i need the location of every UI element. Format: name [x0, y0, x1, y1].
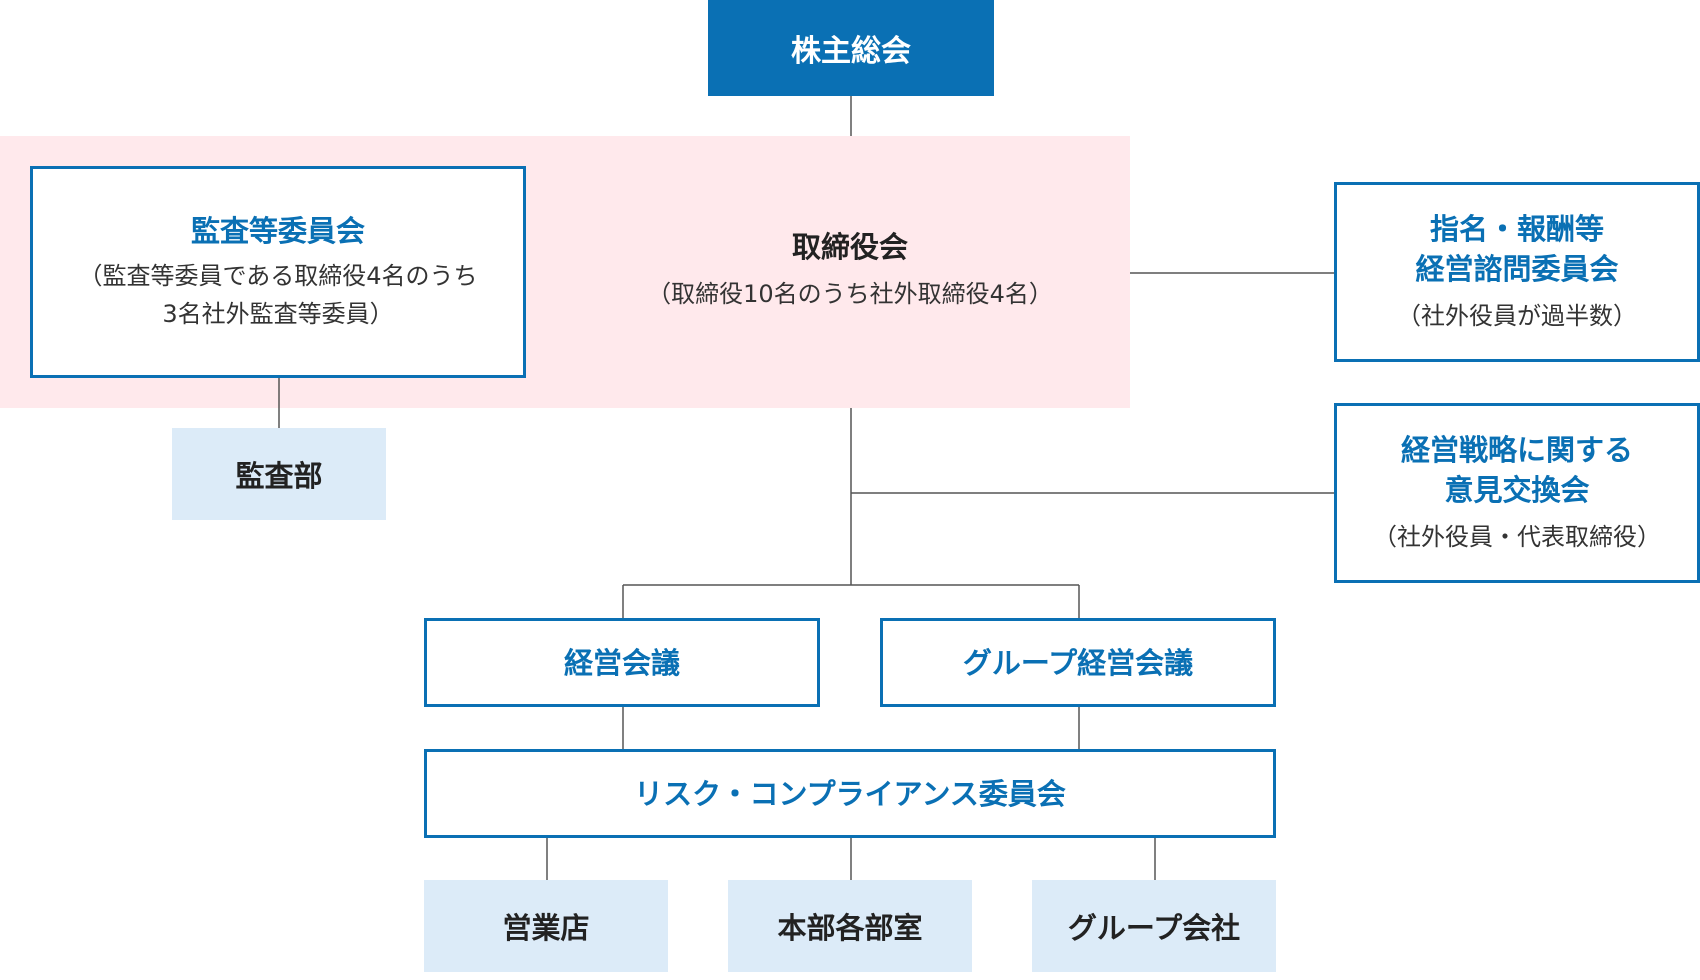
audit-committee-note-line1: （監査等委員である取締役4名のうち	[78, 262, 478, 290]
group-companies-label: グループ会社	[1067, 911, 1241, 945]
risk-compliance-committee-label: リスク・コンプライアンス委員会	[634, 776, 1066, 811]
shareholders-meeting-box: 株主総会	[708, 0, 994, 96]
group-management-meeting-box: グループ経営会議	[880, 618, 1276, 707]
strategy-meeting-title-line2: 意見交換会	[1444, 473, 1590, 507]
risk-compliance-committee-box: リスク・コンプライアンス委員会	[424, 749, 1276, 838]
nomination-committee-box: 指名・報酬等 経営諮問委員会 （社外役員が過半数）	[1334, 182, 1700, 362]
board-of-directors: 取締役会 （取締役10名のうち社外取締役4名）	[560, 200, 1140, 340]
branches-box: 営業店	[424, 880, 668, 972]
management-meeting-box: 経営会議	[424, 618, 820, 707]
board-note: （取締役10名のうち社外取締役4名）	[647, 280, 1053, 308]
group-management-meeting-label: グループ経営会議	[962, 645, 1194, 680]
group-companies-box: グループ会社	[1032, 880, 1276, 972]
strategy-meeting-box: 経営戦略に関する 意見交換会 （社外役員・代表取締役）	[1334, 403, 1700, 583]
shareholders-meeting-label: 株主総会	[791, 34, 911, 69]
audit-department-label: 監査部	[235, 459, 323, 493]
audit-committee-box: 監査等委員会 （監査等委員である取締役4名のうち 3名社外監査等委員）	[30, 166, 526, 378]
strategy-meeting-note: （社外役員・代表取締役）	[1373, 523, 1661, 551]
audit-committee-title: 監査等委員会	[190, 214, 365, 248]
audit-department-box: 監査部	[172, 428, 386, 520]
nomination-committee-note: （社外役員が過半数）	[1397, 302, 1637, 330]
strategy-meeting-title-line1: 経営戦略に関する	[1400, 433, 1633, 467]
audit-committee-note-line2: 3名社外監査等委員）	[162, 300, 394, 328]
management-meeting-label: 経営会議	[563, 645, 680, 680]
board-title: 取締役会	[791, 230, 908, 264]
hq-departments-box: 本部各部室	[728, 880, 972, 972]
branches-label: 営業店	[502, 911, 590, 945]
nomination-committee-title-line1: 指名・報酬等	[1429, 212, 1604, 246]
hq-departments-label: 本部各部室	[777, 911, 923, 945]
nomination-committee-title-line2: 経営諮問委員会	[1415, 252, 1619, 286]
